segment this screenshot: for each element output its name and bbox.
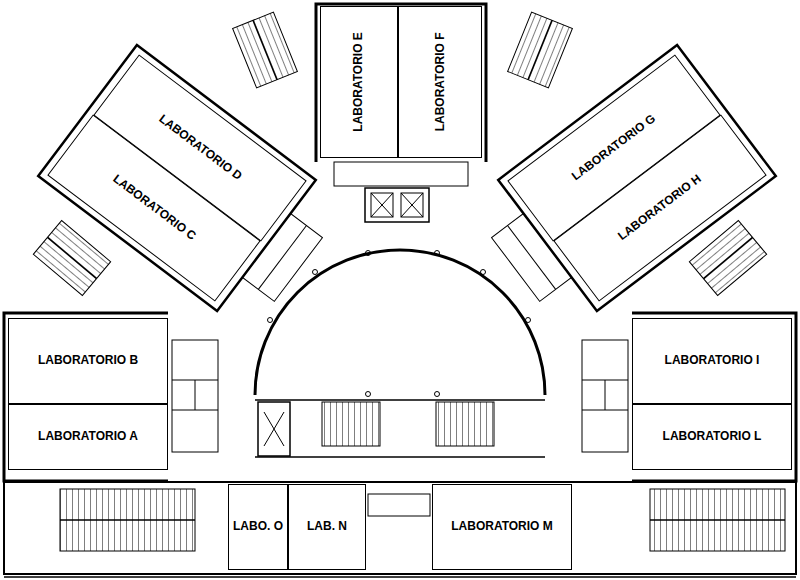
staircase xyxy=(508,12,573,88)
room-label: LABORATORIO D xyxy=(156,112,244,183)
stair-flight xyxy=(508,12,573,88)
lab-room: LABORATORIO B xyxy=(8,318,168,404)
column xyxy=(481,270,486,275)
column xyxy=(526,318,531,323)
room-label: LABORATORIO B xyxy=(38,354,138,368)
stair-flight xyxy=(689,221,766,296)
service-block xyxy=(582,340,628,452)
service-wall xyxy=(508,225,556,289)
hall-wall xyxy=(255,399,545,401)
column xyxy=(435,251,440,256)
elevator-car xyxy=(258,402,290,456)
room-label: LABORATORIO C xyxy=(110,172,198,243)
column xyxy=(435,392,440,397)
staircase xyxy=(33,221,110,296)
column xyxy=(366,392,371,397)
stair-rail xyxy=(47,237,96,278)
lab-room: LABORATORIO M xyxy=(432,484,572,570)
outer-wall xyxy=(4,313,168,481)
column xyxy=(313,270,318,275)
lab-room: LABORATORIO F xyxy=(398,6,482,158)
lab-room: LABO. O xyxy=(228,484,288,570)
lab-room: LABORATORIO H xyxy=(553,114,766,301)
elevator-cross xyxy=(401,193,423,217)
room-label: LABORATORIO I xyxy=(665,354,760,368)
elevator-car xyxy=(401,193,423,217)
staircase xyxy=(60,489,195,551)
stair-rail xyxy=(60,519,195,521)
staircase xyxy=(233,12,298,88)
lab-room: LAB. N xyxy=(288,484,366,570)
corridor-wall xyxy=(368,494,430,516)
staircase xyxy=(689,221,766,296)
room-label: LABORATORIO A xyxy=(38,430,138,444)
service-block xyxy=(242,213,322,301)
lab-room: LABORATORIO C xyxy=(47,114,260,301)
outer-wall xyxy=(4,576,796,578)
column xyxy=(268,318,273,323)
elevator-cross xyxy=(264,412,284,446)
stair-flight xyxy=(233,12,298,88)
service-wall xyxy=(258,225,306,289)
lab-room: LABORATORIO A xyxy=(8,404,168,470)
staircase xyxy=(322,402,380,446)
service-wall xyxy=(172,380,218,410)
staircase xyxy=(650,489,785,551)
stair-rail xyxy=(528,20,552,79)
room-label: LABORATORIO E xyxy=(352,32,366,132)
outer-wall xyxy=(632,313,796,481)
stair-flight xyxy=(33,221,110,296)
stair-rail xyxy=(650,519,785,521)
room-label: LABORATORIO M xyxy=(451,520,553,534)
lab-room: LABORATORIO G xyxy=(507,54,720,241)
staircase xyxy=(436,402,494,446)
hall-arc xyxy=(255,250,545,395)
room-label: LABORATORIO G xyxy=(570,112,659,184)
wing xyxy=(466,45,776,335)
outer-wall xyxy=(4,482,796,574)
room-label: LAB. N xyxy=(307,520,347,534)
room-label: LABO. O xyxy=(233,520,283,534)
room-label: LABORATORIO F xyxy=(433,33,447,132)
lab-room: LABORATORIO E xyxy=(320,6,398,158)
stair-rail xyxy=(703,237,752,278)
column xyxy=(366,251,371,256)
corridor-wall xyxy=(334,162,468,186)
room-label: LABORATORIO L xyxy=(663,430,762,444)
hall-wall xyxy=(255,456,545,458)
lab-room: LABORATORIO L xyxy=(632,404,792,470)
stair-rail xyxy=(253,20,277,79)
service-block xyxy=(172,340,218,452)
outer-wall xyxy=(316,4,486,162)
service-block xyxy=(492,213,572,301)
elevator-block xyxy=(365,188,429,222)
room-label: LABORATORIO H xyxy=(616,172,704,243)
service-wall xyxy=(582,380,628,410)
lab-room: LABORATORIO I xyxy=(632,318,792,404)
elevator-car xyxy=(371,193,393,217)
elevator-cross xyxy=(371,193,393,217)
lab-room: LABORATORIO D xyxy=(93,54,306,241)
